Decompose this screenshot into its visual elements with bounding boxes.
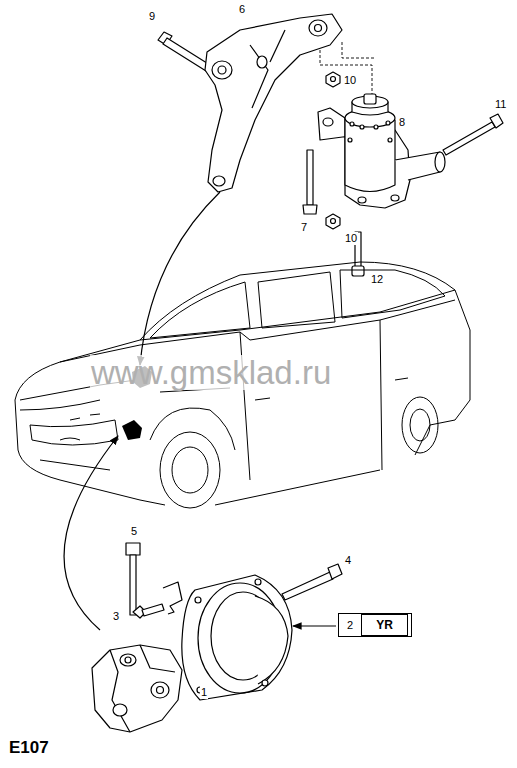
callout-number: 9 <box>148 10 156 23</box>
callout-number: 3 <box>112 610 120 623</box>
callout-number: 10 <box>344 232 358 245</box>
clip <box>163 582 182 614</box>
bolt <box>126 543 140 615</box>
callout-number: 11 <box>494 98 507 111</box>
engine-mount <box>318 94 445 208</box>
bolt <box>282 564 342 600</box>
code-box: YR <box>361 614 408 636</box>
callout-number: 12 <box>370 273 384 286</box>
callout-number: 5 <box>130 525 138 538</box>
box-text: 2 <box>347 619 353 631</box>
bolt <box>133 604 164 618</box>
callout-number: 4 <box>344 554 352 567</box>
mount-bracket <box>92 645 182 732</box>
callout-number: 10 <box>343 74 357 87</box>
bolt <box>303 150 317 214</box>
engine-bracket <box>205 14 342 192</box>
callout-number: 8 <box>398 116 406 129</box>
bolt <box>443 114 503 155</box>
nut <box>326 214 340 229</box>
callout-number: 7 <box>300 221 308 234</box>
callout-number: 1 <box>200 686 208 699</box>
nut <box>326 72 340 87</box>
callout-number: 6 <box>238 3 246 16</box>
watermark: www.gmsklad.ru <box>90 355 332 390</box>
leader-arrow <box>293 625 336 626</box>
figure-code: E107 <box>8 738 50 757</box>
rubber-mount <box>182 575 292 700</box>
car-outline <box>15 262 470 508</box>
box-text: YR <box>376 618 393 632</box>
reference-box: 2 YR <box>338 613 412 637</box>
